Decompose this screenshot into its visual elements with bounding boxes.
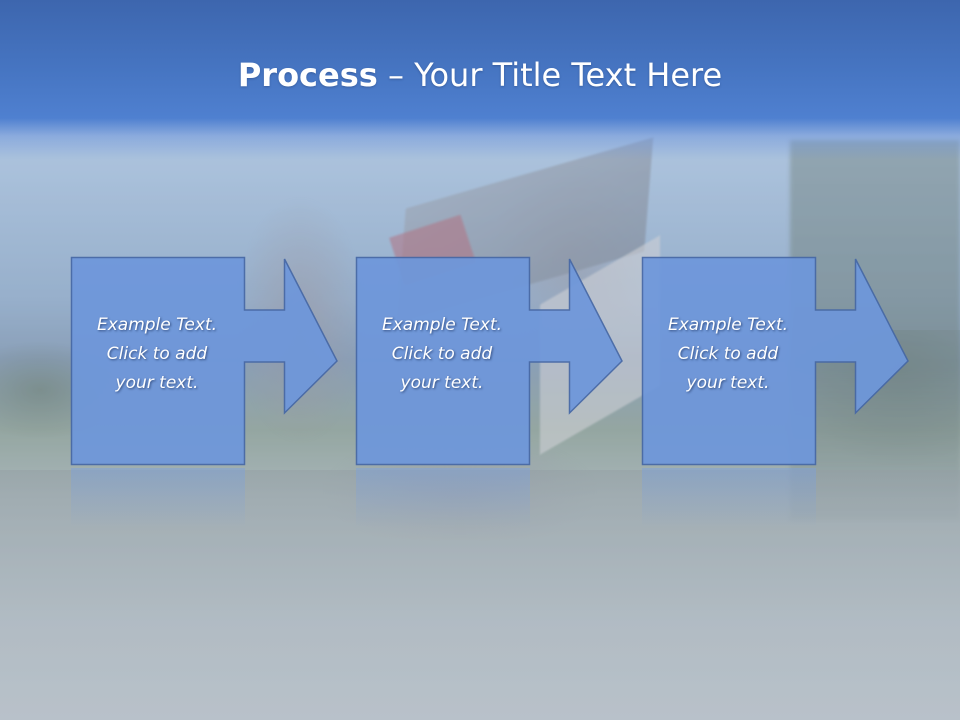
step-1-line-2: Click to add: [106, 344, 208, 364]
step-3-line-2: Click to add: [677, 344, 779, 364]
arrow-shape-1: [70, 256, 338, 528]
arrow-shape-2: [355, 256, 623, 528]
step-1-text: Example Text. Click to add your text.: [71, 311, 243, 398]
process-step-1[interactable]: Example Text. Click to add your text.: [70, 256, 341, 547]
step-2-text: Example Text. Click to add your text.: [356, 311, 528, 398]
process-step-2[interactable]: Example Text. Click to add your text.: [355, 256, 626, 547]
step-1-line-3: your text.: [115, 373, 199, 393]
title-bold-part: Process: [237, 56, 378, 94]
step-1-line-1: Example Text.: [96, 315, 218, 335]
step-3-line-1: Example Text.: [667, 315, 789, 335]
slide-title[interactable]: Process – Your Title Text Here: [0, 52, 960, 98]
step-2-line-2: Click to add: [391, 344, 493, 364]
step-3-line-3: your text.: [686, 373, 770, 393]
step-2-line-1: Example Text.: [381, 315, 503, 335]
step-3-text: Example Text. Click to add your text.: [642, 311, 814, 398]
arrow-shape-3: [641, 256, 909, 528]
title-rest-part: – Your Title Text Here: [377, 56, 723, 94]
process-step-3[interactable]: Example Text. Click to add your text.: [641, 256, 912, 547]
title-band: [0, 0, 960, 160]
step-2-line-3: your text.: [400, 373, 484, 393]
